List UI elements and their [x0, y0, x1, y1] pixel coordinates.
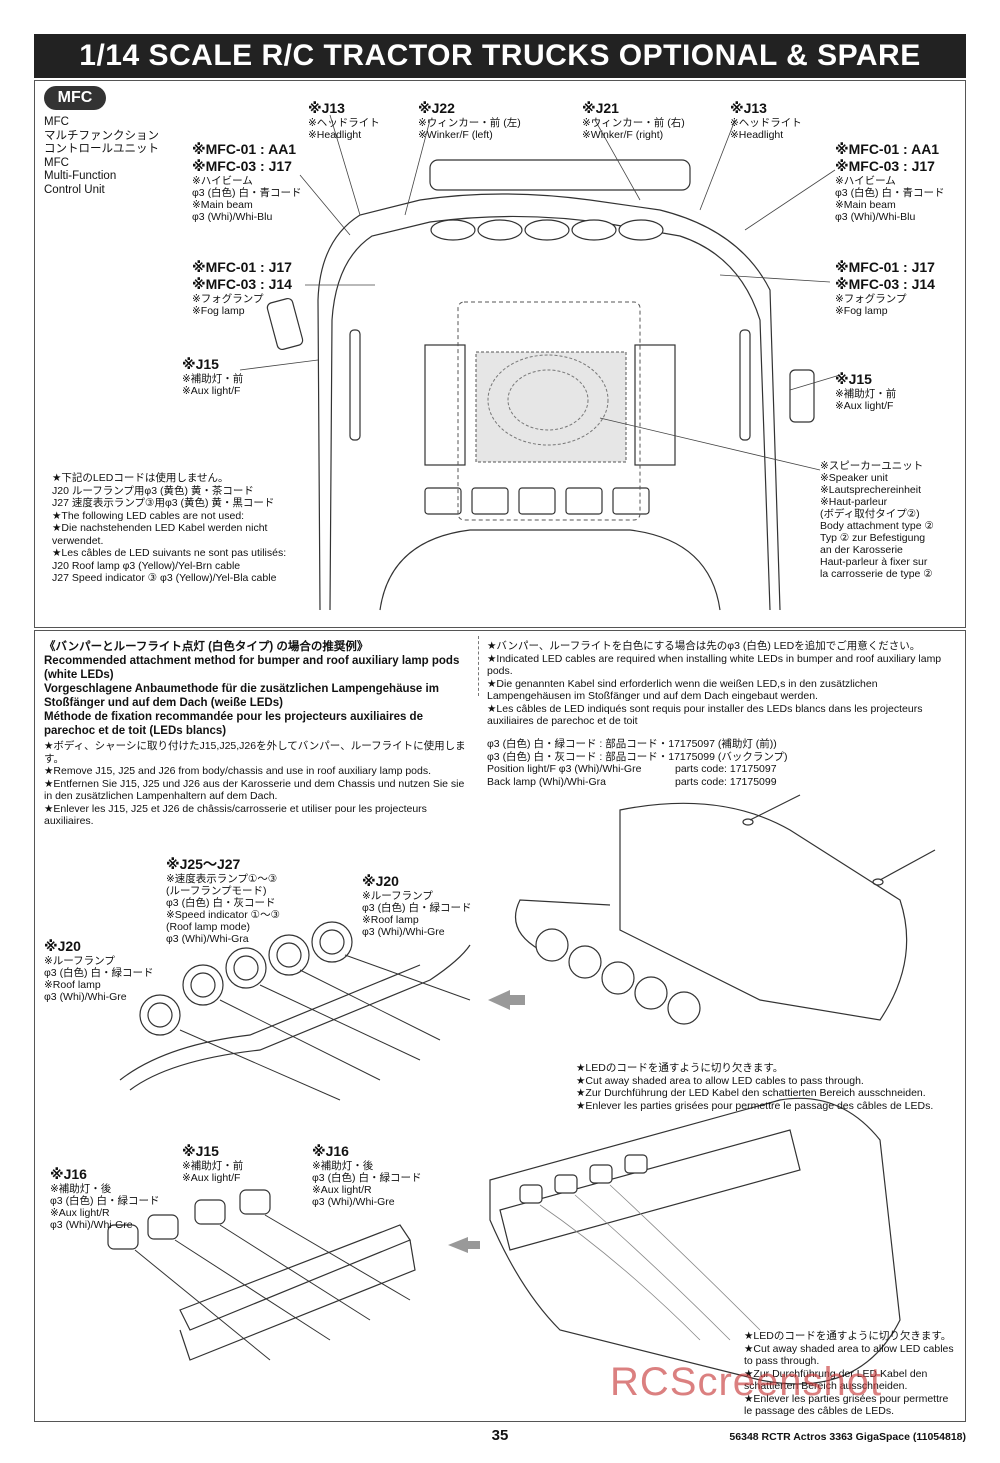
- aux-light-pods: [107, 1189, 416, 1361]
- page-number: 35: [491, 1427, 509, 1444]
- separator-line: [478, 636, 480, 696]
- lower-panel: [34, 630, 966, 1422]
- document-id: 56348 RCTR Actros 3363 GigaSpace (110548…: [729, 1431, 966, 1443]
- white-led-note: ★バンパー、ルーフライトを白色にする場合は先のφ3 (白色) LEDを追加でご用…: [487, 640, 942, 727]
- callout-j13-right: ※J13※ヘッドライト※Headlight: [730, 100, 802, 141]
- callout-j15-lower: ※J15※補助灯・前※Aux light/F: [182, 1143, 244, 1184]
- callout-j16-mid: ※J16※補助灯・後 φ3 (白色) 白・緑コード※Aux light/R φ3…: [312, 1143, 422, 1208]
- upper-panel: [34, 80, 966, 628]
- callout-aux-right: ※J15※補助灯・前※Aux light/F: [835, 371, 897, 412]
- callout-j20-right: ※J20※ルーフランプ φ3 (白色) 白・緑コード※Roof lamp φ3 …: [362, 873, 472, 938]
- roof-lamp-pods: [119, 921, 471, 1101]
- page-title: 1/14 SCALE R/C TRACTOR TRUCKS OPTIONAL &…: [34, 34, 966, 116]
- installed-roof-lamps: [535, 928, 701, 1025]
- callout-j13-left: ※J13※ヘッドライト※Headlight: [308, 100, 380, 141]
- callout-fog-left: ※MFC-01 : J17※MFC-03 : J14 ※フォグランプ※Fog l…: [192, 259, 292, 317]
- cut-note-upper: ★LEDのコードを通すように切り欠きます。★Cut away shaded ar…: [576, 1062, 934, 1112]
- callout-fog-right: ※MFC-01 : J17※MFC-03 : J14 ※フォグランプ※Fog l…: [835, 259, 935, 317]
- recommendation-block: 《バンパーとルーフライト点灯 (白色タイプ) の場合の推奨例》 Recommen…: [44, 641, 466, 827]
- callout-aux-left: ※J15※補助灯・前※Aux light/F: [182, 356, 244, 397]
- callout-j21: ※J21※ウィンカー・前 (右)※Winker/F (right): [582, 100, 685, 141]
- parts-list: φ3 (白色) 白・緑コード : 部品コード・17175097 (補助灯 (前)…: [487, 738, 788, 788]
- unused-led-note: ★下記のLEDコードは使用しません。J20 ルーフランプ用φ3 (黄色) 黄・茶…: [52, 472, 287, 584]
- callout-j20-left: ※J20※ルーフランプ φ3 (白色) 白・緑コード※Roof lamp φ3 …: [44, 938, 154, 1003]
- watermark: RCScreenshot: [610, 1360, 883, 1404]
- callout-j25-j27: ※J25～J27※速度表示ランプ①～③ (ルーフランプモード)φ3 (白色) 白…: [166, 856, 281, 945]
- roof-lamps: [430, 219, 664, 241]
- callout-speaker: ※スピーカーユニット※Speaker unit※Lautsprechereinh…: [820, 460, 934, 580]
- mfc-badge: MFC: [44, 86, 106, 110]
- callout-j16-left: ※J16※補助灯・後 φ3 (白色) 白・緑コード※Aux light/R φ3…: [50, 1166, 160, 1231]
- cut-note-lower: ★LEDのコードを通すように切り欠きます。★Cut away shaded ar…: [744, 1330, 954, 1417]
- callout-j22: ※J22※ウィンカー・前 (左)※Winker/F (left): [418, 100, 521, 141]
